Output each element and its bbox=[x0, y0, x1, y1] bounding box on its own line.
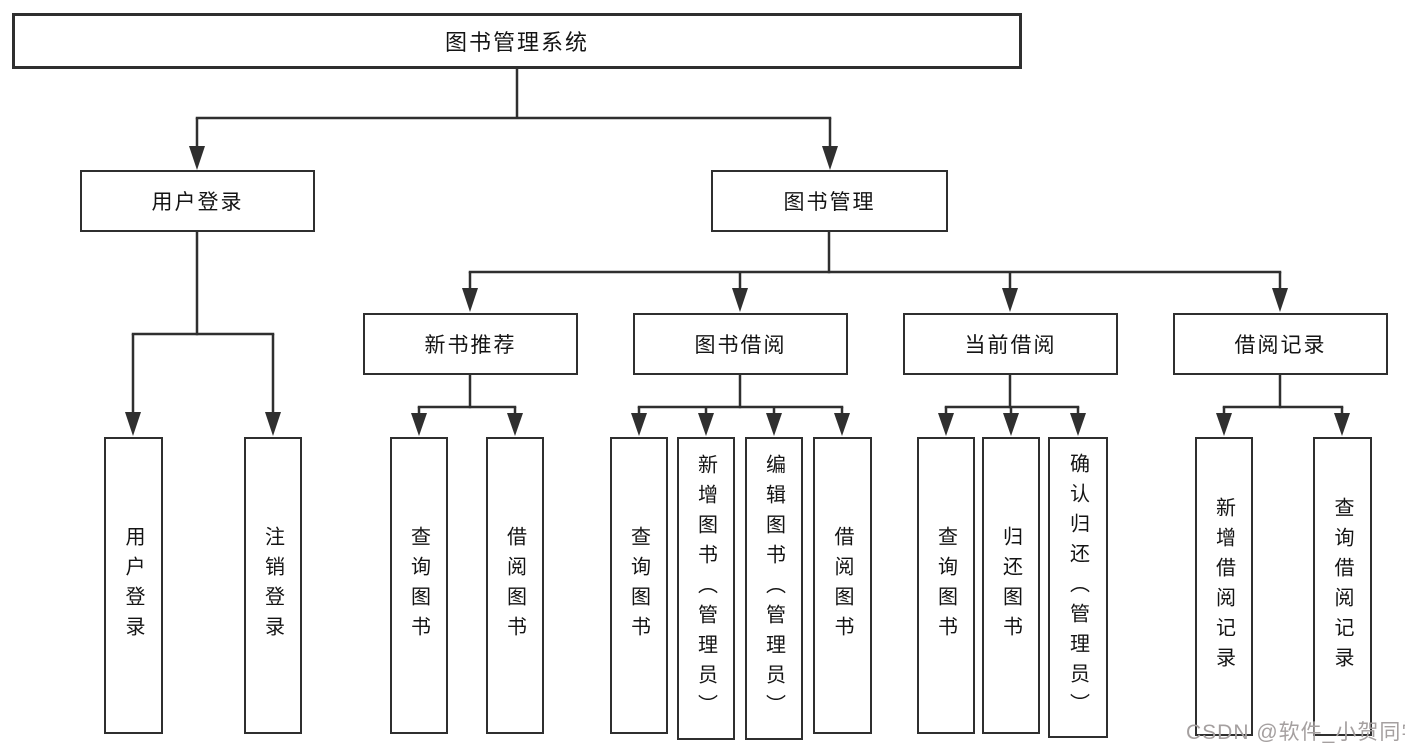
leaf-add-book-admin: 新增图书（管理员） bbox=[677, 437, 735, 740]
node-current-borrowing-label: 当前借阅 bbox=[964, 334, 1057, 357]
node-borrowing-records: 借阅记录 bbox=[1173, 313, 1388, 375]
node-book-management: 图书管理 bbox=[711, 170, 948, 232]
leaf-edit-book-admin: 编辑图书（管理员） bbox=[745, 437, 803, 740]
node-borrowing-records-label: 借阅记录 bbox=[1234, 334, 1327, 357]
leaf-return-books-label: 归还图书 bbox=[999, 525, 1022, 646]
node-user-login-group: 用户登录 bbox=[80, 170, 315, 232]
csdn-watermark: CSDN @软件_小贺同学 bbox=[1186, 721, 1405, 744]
leaf-query-books-borrowing: 查询图书 bbox=[610, 437, 668, 734]
leaf-borrow-books-recommend-label: 借阅图书 bbox=[503, 525, 526, 646]
leaf-logout-label: 注销登录 bbox=[261, 525, 284, 646]
leaf-query-borrow-record-label: 查询借阅记录 bbox=[1331, 496, 1353, 677]
leaf-edit-book-admin-label: 编辑图书（管理员） bbox=[762, 453, 785, 724]
leaf-borrow-books-label: 借阅图书 bbox=[831, 525, 853, 646]
leaf-confirm-return-admin: 确认归还（管理员） bbox=[1048, 437, 1108, 738]
node-book-borrowing-label: 图书借阅 bbox=[694, 334, 787, 357]
leaf-user-login-label: 用户登录 bbox=[122, 525, 144, 646]
leaf-query-books-borrowing-label: 查询图书 bbox=[627, 525, 650, 646]
leaf-borrow-books: 借阅图书 bbox=[813, 437, 872, 734]
leaf-query-books-current: 查询图书 bbox=[917, 437, 975, 734]
leaf-query-books-recommend-label: 查询图书 bbox=[407, 525, 430, 646]
leaf-query-books-recommend: 查询图书 bbox=[390, 437, 448, 734]
node-new-book-recommend-label: 新书推荐 bbox=[424, 334, 517, 357]
node-current-borrowing: 当前借阅 bbox=[903, 313, 1118, 375]
node-user-login-group-label: 用户登录 bbox=[151, 191, 244, 214]
node-book-borrowing: 图书借阅 bbox=[633, 313, 848, 375]
leaf-add-borrow-record-label: 新增借阅记录 bbox=[1212, 496, 1235, 677]
leaf-confirm-return-admin-label: 确认归还（管理员） bbox=[1066, 452, 1089, 723]
leaf-add-borrow-record: 新增借阅记录 bbox=[1195, 437, 1253, 736]
leaf-add-book-admin-label: 新增图书（管理员） bbox=[694, 453, 717, 724]
leaf-return-books: 归还图书 bbox=[982, 437, 1040, 734]
node-library-system-label: 图书管理系统 bbox=[444, 30, 589, 55]
leaf-query-books-current-label: 查询图书 bbox=[934, 525, 957, 646]
leaf-user-login: 用户登录 bbox=[104, 437, 163, 734]
node-new-book-recommend: 新书推荐 bbox=[363, 313, 578, 375]
node-book-management-label: 图书管理 bbox=[783, 191, 876, 214]
leaf-borrow-books-recommend: 借阅图书 bbox=[486, 437, 544, 734]
leaf-query-borrow-record: 查询借阅记录 bbox=[1313, 437, 1372, 736]
leaf-logout: 注销登录 bbox=[244, 437, 302, 734]
node-library-system: 图书管理系统 bbox=[12, 13, 1022, 69]
